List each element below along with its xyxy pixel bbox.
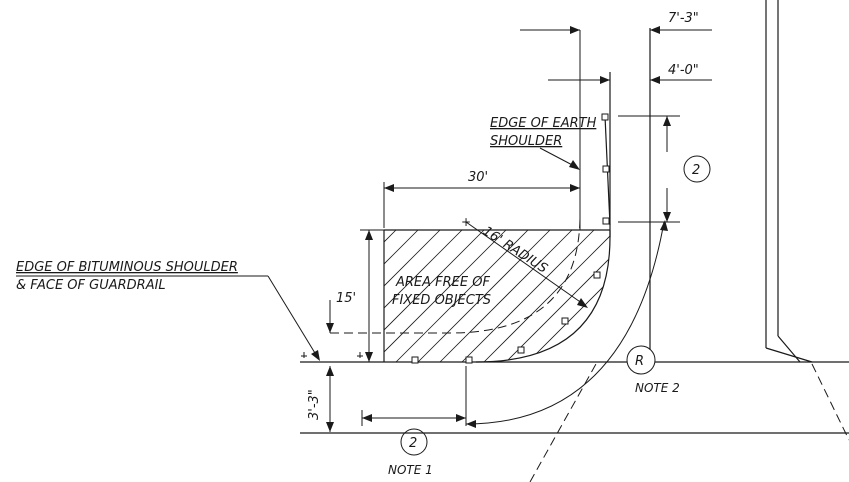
dashed-guide-curve bbox=[330, 214, 581, 334]
callout-circle-bottom-text: 2 bbox=[409, 436, 417, 451]
callout-circle-r bbox=[626, 345, 656, 375]
post-6 bbox=[517, 346, 525, 354]
side-road-flare-1 bbox=[765, 347, 813, 363]
note-2-text: NOTE 2 bbox=[635, 381, 680, 395]
dim-bottom-offset-text: 3'-3" bbox=[307, 389, 322, 420]
post-2 bbox=[602, 165, 610, 173]
dim-radius-text: 16' RADIUS bbox=[480, 224, 550, 277]
post-4 bbox=[593, 271, 601, 279]
callout-circle-right bbox=[683, 155, 711, 183]
dim-width bbox=[383, 182, 580, 228]
dim-top-offset-text: 7'-3" bbox=[668, 11, 699, 26]
earth-shoulder-label-line1: EDGE OF EARTH bbox=[490, 116, 597, 131]
radius-leader bbox=[465, 221, 587, 307]
survey-mark-left bbox=[301, 352, 307, 363]
clear-area-outline bbox=[383, 229, 611, 363]
dim-bottom-horizontal bbox=[361, 366, 467, 426]
area-label-line2: FIXED OBJECTS bbox=[392, 293, 491, 308]
bituminous-leader bbox=[267, 275, 319, 359]
dim-width-text: 30' bbox=[468, 170, 488, 185]
dim-top-offset bbox=[520, 26, 712, 34]
post-8 bbox=[411, 356, 419, 364]
survey-mark-right bbox=[357, 352, 363, 363]
callout-circle-right-text: 2 bbox=[692, 163, 700, 178]
note-1-text: NOTE 1 bbox=[388, 463, 433, 477]
post-7 bbox=[465, 356, 473, 364]
hatched-clear-area bbox=[384, 230, 610, 362]
side-road-flare-2 bbox=[777, 335, 801, 363]
dim-shoulder-offset bbox=[548, 76, 712, 84]
bituminous-label-line2: & FACE OF GUARDRAIL bbox=[16, 278, 166, 293]
callout-circle-bottom bbox=[400, 428, 428, 456]
post-3 bbox=[602, 217, 610, 225]
radius-center-mark: + bbox=[461, 215, 471, 229]
radius-r-arc bbox=[465, 221, 665, 425]
dim-dashed-offset bbox=[326, 300, 334, 333]
earth-shoulder-label-line2: SHOULDER bbox=[490, 134, 562, 149]
dashed-diagonal-left bbox=[529, 363, 597, 482]
post-5 bbox=[561, 317, 569, 325]
bituminous-label-line1: EDGE OF BITUMINOUS SHOULDER bbox=[16, 260, 238, 275]
dim-height bbox=[360, 229, 384, 362]
area-label-line1: AREA FREE OF bbox=[395, 275, 490, 290]
post-1 bbox=[601, 113, 609, 121]
dashed-diagonal-right bbox=[811, 363, 849, 441]
callout-circle-r-text: R bbox=[635, 354, 644, 369]
dim-shoulder-offset-text: 4'-0" bbox=[668, 63, 699, 78]
dim-bottom-offset bbox=[322, 366, 338, 434]
dim-height-text: 15' bbox=[336, 291, 356, 306]
dim-right-vertical bbox=[618, 115, 680, 223]
